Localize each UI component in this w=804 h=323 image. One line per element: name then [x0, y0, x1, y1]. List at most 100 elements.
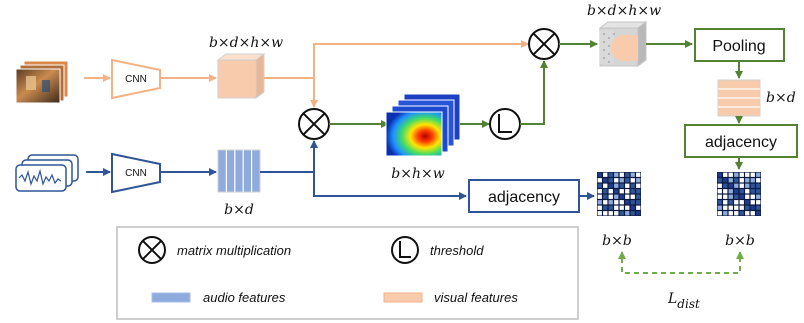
- matrix-cell: [636, 189, 641, 194]
- matrix-cell: [750, 200, 755, 205]
- matrix-cell: [608, 205, 613, 210]
- matrix-cell: [619, 189, 624, 194]
- visual-feature-cube: [216, 53, 266, 99]
- matrix-cell: [619, 178, 624, 183]
- audio-feature-dims: b×d: [224, 202, 254, 218]
- matrix-cell: [625, 189, 630, 194]
- pooling-label: Pooling: [712, 38, 765, 55]
- adjacency-matrix-visual: [717, 172, 761, 216]
- matrix-cell: [636, 194, 641, 199]
- legend-matrix-multiplication: matrix multiplication: [177, 243, 291, 258]
- matrix-cell: [745, 205, 750, 210]
- matrix-cell: [597, 189, 602, 194]
- matrix-cell: [723, 194, 728, 199]
- matrix-left-dims: b×b: [602, 233, 632, 249]
- matrix-cell: [636, 200, 641, 205]
- matrix-cell: [608, 172, 613, 177]
- matrix-cell: [717, 211, 722, 216]
- matrix-cell: [597, 194, 602, 199]
- matrix-cell: [756, 183, 761, 188]
- matrix-cell: [734, 194, 739, 199]
- matrix-cell: [603, 200, 608, 205]
- matrix-cell: [630, 200, 635, 205]
- matrix-cell: [750, 211, 755, 216]
- masked-feature-cube: [598, 21, 648, 67]
- matrix-cell: [734, 172, 739, 177]
- matrix-cell: [745, 200, 750, 205]
- matrix-cell: [756, 200, 761, 205]
- matrix-cell: [756, 178, 761, 183]
- cnn-audio: CNN: [111, 152, 161, 194]
- matrix-cell: [614, 183, 619, 188]
- matrix-cell: [728, 178, 733, 183]
- matrix-cell: [614, 172, 619, 177]
- matrix-cell: [597, 172, 602, 177]
- loss-label: Ldist: [667, 291, 700, 311]
- matrix-cell: [717, 178, 722, 183]
- matrix-cell: [739, 205, 744, 210]
- pooling-box: Pooling: [694, 28, 785, 62]
- matrix-cell: [625, 194, 630, 199]
- matrix-cell: [728, 172, 733, 177]
- matrix-cell: [614, 194, 619, 199]
- matrix-cell: [750, 178, 755, 183]
- matrix-cell: [630, 211, 635, 216]
- matrix-cell: [636, 178, 641, 183]
- legend-box: [116, 226, 579, 320]
- matrix-cell: [728, 205, 733, 210]
- loss-sub: dist: [677, 297, 700, 311]
- matrix-cell: [597, 205, 602, 210]
- matrix-cell: [728, 194, 733, 199]
- matrix-cell: [745, 189, 750, 194]
- pooled-feature-dims: b×d: [766, 90, 796, 106]
- circle-times-icon: [528, 28, 560, 60]
- matrix-cell: [739, 189, 744, 194]
- matrix-cell: [636, 211, 641, 216]
- legend-threshold: threshold: [430, 243, 484, 258]
- legend-audio-swatch: [151, 292, 191, 303]
- matrix-cell: [608, 183, 613, 188]
- matrix-cell: [603, 183, 608, 188]
- attention-heatmap-stack: [385, 93, 461, 157]
- circle-step-icon: [391, 236, 419, 264]
- matrix-cell: [739, 211, 744, 216]
- matrix-cell: [717, 189, 722, 194]
- matrix-cell: [619, 183, 624, 188]
- matrix-cell: [734, 211, 739, 216]
- matrix-cell: [750, 194, 755, 199]
- matrix-cell: [723, 211, 728, 216]
- matrix-cell: [630, 205, 635, 210]
- matrix-cell: [619, 211, 624, 216]
- matrix-cell: [717, 200, 722, 205]
- matrix-cell: [739, 172, 744, 177]
- matrix-cell: [728, 200, 733, 205]
- matrix-cell: [728, 189, 733, 194]
- matrix-cell: [608, 211, 613, 216]
- audio-input-waveforms: [15, 154, 79, 192]
- distillation-loss-link: [618, 251, 744, 274]
- matrix-cell: [636, 183, 641, 188]
- matrix-cell: [723, 183, 728, 188]
- matrix-cell: [728, 183, 733, 188]
- matrix-cell: [734, 183, 739, 188]
- matrix-cell: [603, 194, 608, 199]
- adjacency-audio-box: adjacency: [468, 179, 580, 213]
- matrix-cell: [636, 172, 641, 177]
- matrix-cell: [630, 178, 635, 183]
- matrix-cell: [750, 172, 755, 177]
- matrix-cell: [603, 178, 608, 183]
- matrix-cell: [745, 178, 750, 183]
- matrix-cell: [750, 205, 755, 210]
- cnn-audio-label: CNN: [125, 168, 147, 179]
- adjacency-matrix-audio: [597, 172, 641, 216]
- circle-step-icon: [489, 108, 521, 140]
- matrix-cell: [756, 172, 761, 177]
- matrix-cell: [630, 172, 635, 177]
- matrix-cell: [625, 200, 630, 205]
- loss-main: L: [667, 291, 677, 307]
- matrix-cell: [636, 205, 641, 210]
- visual-input-frames: [15, 60, 69, 104]
- circle-times-icon: [298, 108, 330, 140]
- edge-threshold-to-multiply-top: [520, 60, 548, 125]
- edge-visual-to-multiply-top: [313, 40, 529, 78]
